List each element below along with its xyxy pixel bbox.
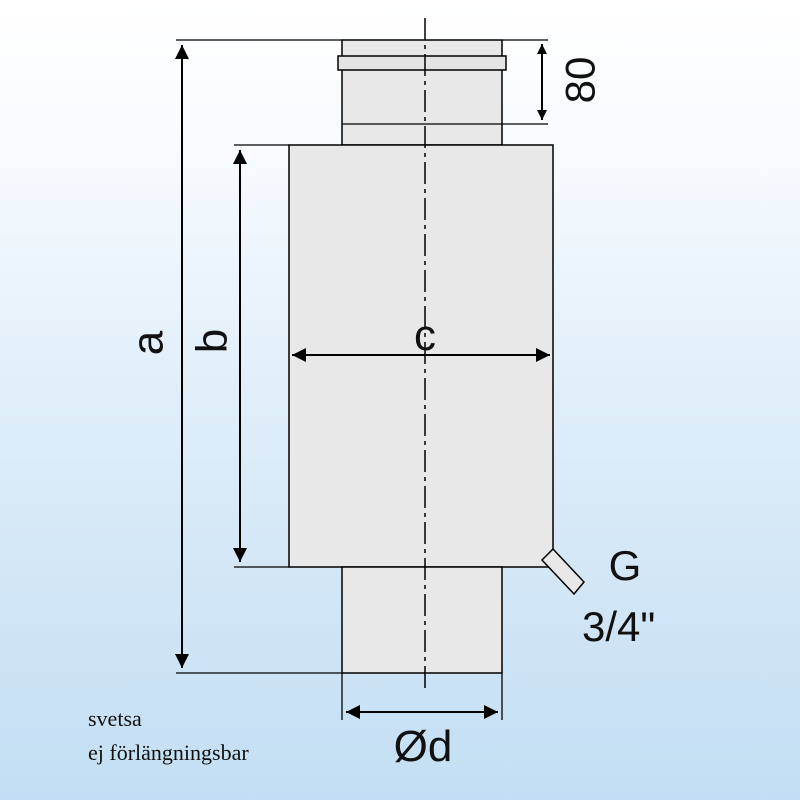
label-b: b (188, 329, 237, 353)
label-a: a (124, 330, 173, 355)
label-thread-g: G (609, 542, 642, 589)
dimension-d (341, 673, 503, 720)
label-thread-size: 3/4" (582, 603, 655, 650)
pipe-collar (337, 55, 507, 71)
note-not-extendable: ej förlängningsbar (88, 740, 249, 765)
label-80: 80 (557, 57, 604, 104)
thread-fitting (540, 547, 586, 596)
bottom-pipe (341, 566, 503, 674)
label-d: Ød (394, 722, 453, 771)
note-weld: svetsa (88, 706, 142, 731)
top-pipe (337, 39, 507, 146)
dimension-b (233, 144, 289, 568)
label-c: c (414, 311, 436, 360)
dimension-80 (502, 39, 548, 125)
dimension-a (175, 39, 342, 674)
